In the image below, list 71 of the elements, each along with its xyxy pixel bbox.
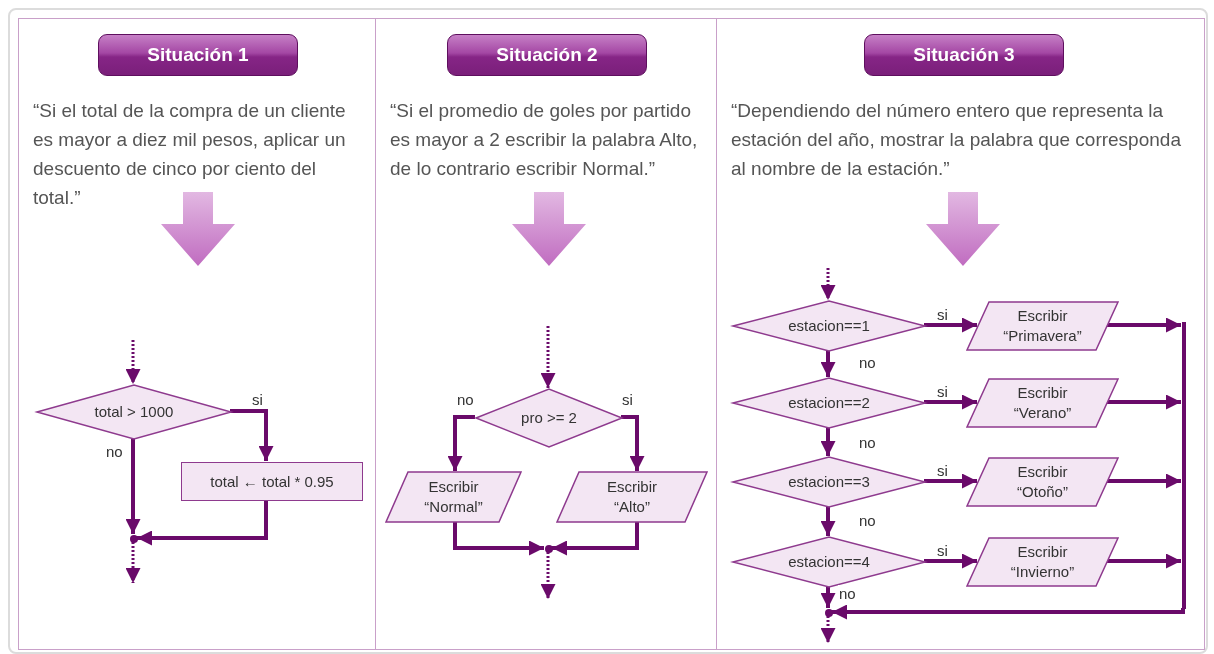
arrow [820, 350, 836, 377]
arrow [924, 553, 977, 569]
arrow [552, 521, 639, 556]
dotted-arrow [540, 552, 556, 599]
condition-text: estacion==3 [788, 472, 870, 492]
arrow [1106, 317, 1181, 333]
junction-dot [545, 545, 553, 553]
decision-diamond [733, 378, 925, 428]
output-text: Escribir “Normal” [423, 477, 484, 517]
output-text: Escribir “Alto” [606, 477, 658, 517]
dotted-arrow [540, 326, 556, 388]
arrow [820, 506, 836, 536]
edge-label: si [936, 462, 949, 479]
arrow [1106, 553, 1181, 569]
condition-text: estacion==2 [788, 393, 870, 413]
panel [716, 18, 1205, 650]
decision-diamond [476, 389, 622, 447]
arrow [924, 317, 977, 333]
output-parallelogram [967, 302, 1118, 350]
decision-diamond [733, 301, 925, 351]
quote-text: “Si el total de la compra de un cliente es mayor a diez mil pesos, aplicar un descuento de cinco por ciento del total.” [33, 99, 347, 210]
output-text: Escribir “Verano” [1012, 383, 1073, 423]
arrow [453, 521, 544, 556]
output-text: Escribir “Primavera” [1002, 306, 1083, 346]
arrow [125, 438, 141, 534]
panel [18, 18, 376, 650]
output-parallelogram [557, 472, 707, 522]
junction-dot [130, 535, 138, 543]
arrow [924, 473, 977, 489]
title-badge: Situación 3 [864, 34, 1064, 76]
panel [375, 18, 717, 650]
edge-label: si [936, 383, 949, 400]
condition-text: estacion==4 [788, 552, 870, 572]
arrow [230, 409, 274, 461]
arrow [820, 586, 836, 608]
collector-bar [1182, 322, 1186, 609]
arrow [621, 415, 645, 471]
output-text: Escribir “Otoño” [1016, 462, 1069, 502]
process-box: total ← total * 0.95 [181, 462, 363, 501]
output-text: Escribir “Invierno” [1009, 542, 1076, 582]
quote-text: “Si el promedio de goles por partido es mayor a 2 escribir la palabra Alto, de lo contrario escribir Normal.” [390, 99, 699, 181]
condition-text: estacion==1 [788, 316, 870, 336]
decision-diamond [37, 385, 231, 439]
edge-label: si [251, 391, 264, 408]
dotted-arrow [125, 542, 141, 583]
arrow [447, 415, 475, 471]
arrow [924, 394, 977, 410]
junction-dot [825, 609, 833, 617]
arrow [1106, 394, 1181, 410]
quote-text: “Dependiendo del número entero que representa la estación del año, mostrar la palabra que corresponda al nombre de la estación.” [731, 99, 1181, 181]
edge-label: si [936, 306, 949, 323]
decision-diamond [733, 537, 925, 587]
arrow [820, 427, 836, 456]
output-parallelogram [967, 538, 1118, 586]
output-parallelogram [386, 472, 521, 522]
dotted-arrow [820, 616, 836, 643]
condition-text: total > 1000 [94, 402, 174, 422]
output-parallelogram [967, 379, 1118, 427]
edge-label: si [621, 391, 634, 408]
title-badge: Situación 1 [98, 34, 298, 76]
dotted-arrow [820, 268, 836, 300]
output-parallelogram [967, 458, 1118, 506]
arrow [137, 500, 268, 546]
dotted-arrow [125, 340, 141, 384]
edge-label: no [838, 585, 857, 602]
arrow [1106, 473, 1181, 489]
edge-label: si [936, 542, 949, 559]
title-badge: Situación 2 [447, 34, 647, 76]
condition-text: pro >= 2 [521, 408, 577, 428]
arrow [832, 604, 1185, 620]
decision-diamond [733, 457, 925, 507]
